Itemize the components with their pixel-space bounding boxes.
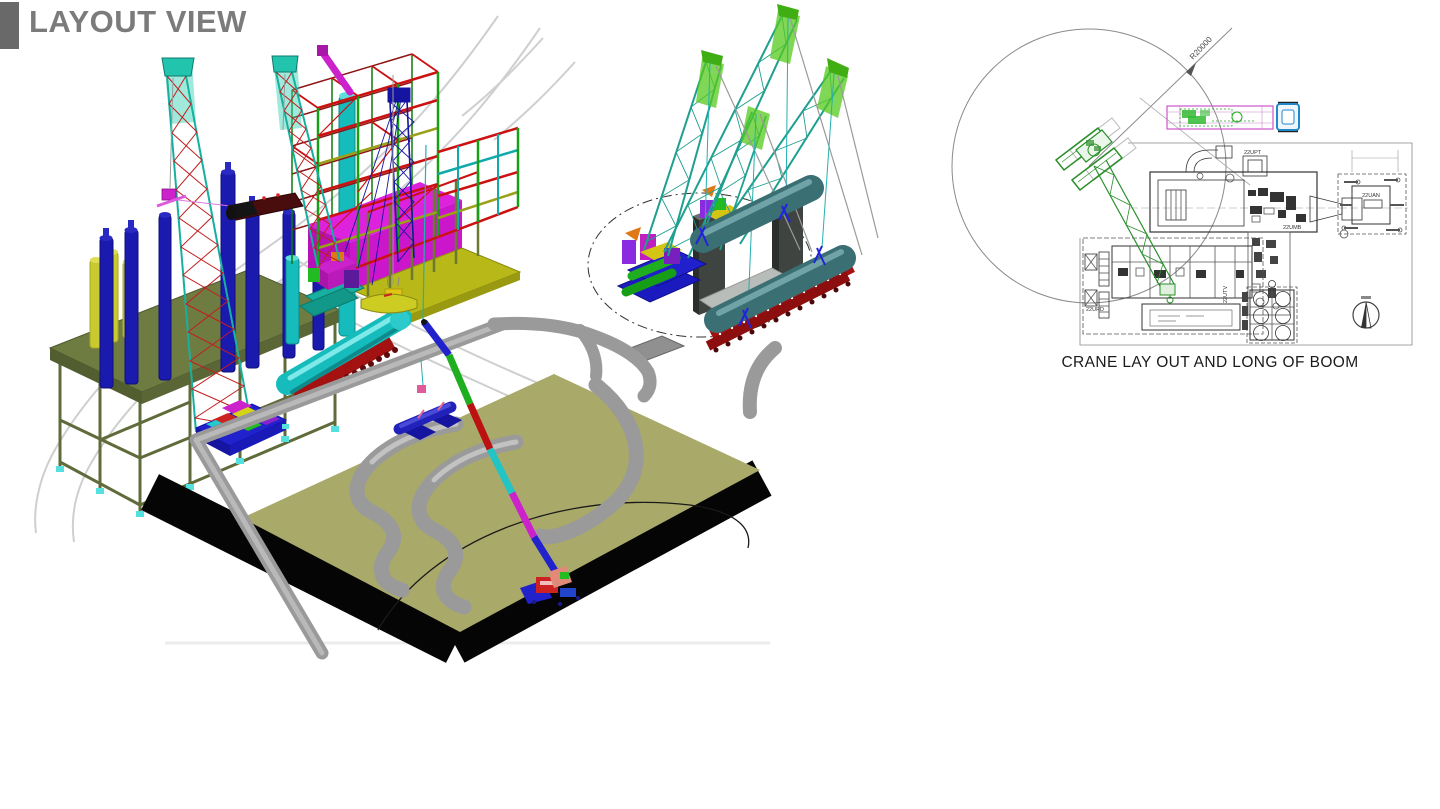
plan-caption: CRANE LAY OUT AND LONG OF BOOM [1061,354,1358,371]
label-22urd: 22URD [1086,307,1104,313]
boom-1 [643,50,724,257]
tandem-lift-scene [587,4,879,363]
crawler-crane-b [298,252,366,317]
title-accent-bar [0,2,19,49]
page-title: LAYOUT VIEW [29,4,247,39]
zone-22urd [1082,237,1264,335]
tandem-crawler-cranes [616,185,742,303]
equipment-22uan [1337,173,1407,239]
label-22upt: 22UPT [1244,150,1262,156]
magenta-telescopic-boom [317,45,354,96]
segmented-boom [417,144,560,576]
lifted-dark-beam [226,192,304,221]
hoist-lines [704,17,835,313]
truck-cab [1276,101,1300,133]
blue-pipe-spool [393,401,462,440]
label-22uan: 22UAN [1362,193,1380,199]
pendant-lines [715,17,879,256]
boom-butt-crane [520,566,580,606]
yellow-tank-top [360,293,418,314]
plan-green-crane [1054,117,1176,304]
transport-trailer [1166,101,1300,133]
cooler-bank [1242,280,1298,344]
plan-labels: 22UPT 22UMB 22UAN 22UTV 22URD [1086,150,1380,313]
vessel-on-transporter [276,307,412,407]
lattice-crane-a [156,57,253,433]
large-pipes [189,316,782,660]
lifted-vessel [690,175,824,253]
north-arrow-icon [1352,296,1380,329]
label-22utv: 22UTV [1223,286,1229,303]
boom-ground-scene [141,144,782,663]
crane-plan-drawing: R20000 [951,27,1413,371]
site-3d-scene [48,45,522,517]
plant-building-plan [1079,142,1413,346]
lattice-crane-b-boom [271,55,341,269]
label-22umb: 22UMB [1283,225,1302,231]
